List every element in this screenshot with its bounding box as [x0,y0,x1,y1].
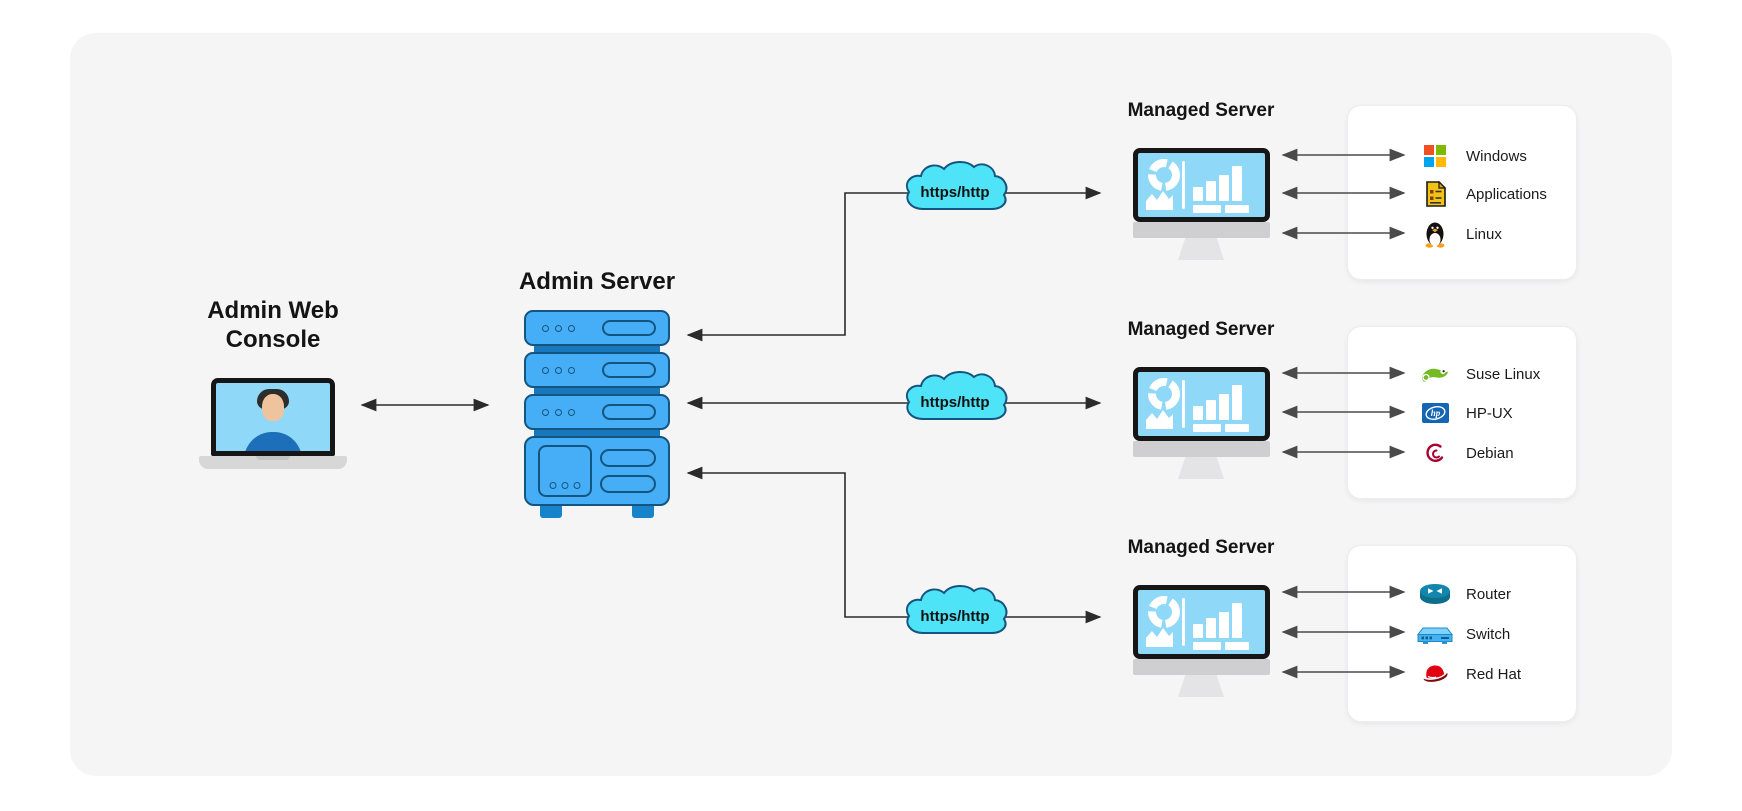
monitor-base [1132,659,1270,675]
server-unit-1 [524,310,670,346]
server-feet [524,506,670,518]
os-item-label: Suse Linux [1466,365,1541,383]
applications-document-icon [1417,178,1453,210]
os-item-label: Linux [1466,225,1502,243]
user-avatar-icon [262,394,284,421]
monitor-stand [1178,238,1224,260]
protocol-label: https/http [920,394,990,411]
os-item-windows: Windows [1417,140,1527,172]
device-item-router: Router [1417,578,1511,610]
debian-swirl-icon [1417,437,1453,469]
os-item-applications: Applications [1417,178,1547,210]
protocol-label: https/http [920,184,990,201]
os-item-label: Windows [1466,147,1527,165]
server-connector [534,430,660,436]
dashboard-charts-icon [1145,378,1249,432]
managed-server-monitor-3 [1131,585,1271,697]
protocol-label: https/http [920,608,990,625]
monitor-stand [1178,457,1224,479]
admin-web-console-laptop [199,378,347,469]
https-cloud-2: https/http [899,363,1011,427]
admin-web-console-label: Admin Web Console [207,297,339,354]
managed-server-label-2: Managed Server [1127,319,1275,340]
os-item-linux: Linux [1417,218,1502,250]
os-item-label: Applications [1466,185,1547,203]
server-connector [534,346,660,352]
os-panel-2: Suse Linux hp HP-UX Debian [1347,326,1577,499]
os-panel-1: Windows Applications [1347,105,1577,280]
server-slots [600,449,656,493]
admin-server-stack [524,310,670,518]
managed-server-label-3: Managed Server [1127,537,1275,558]
monitor-base [1132,441,1270,457]
admin-server-label: Admin Server [518,268,676,295]
server-leds [542,324,575,332]
user-avatar-body [244,432,302,451]
hp-logo-text: hp [1430,408,1440,418]
dashboard-charts-icon [1145,596,1249,650]
https-cloud-1: https/http [899,153,1011,217]
device-item-label: Switch [1466,625,1511,643]
redhat-fedora-icon [1417,658,1453,690]
hp-logo-icon: hp [1417,397,1453,429]
server-unit-2 [524,352,670,388]
monitor-base [1132,222,1270,238]
server-leds [542,408,575,416]
os-item-debian: Debian [1417,437,1514,469]
server-slot [602,362,656,378]
os-item-label: HP-UX [1466,404,1513,422]
server-foot [540,506,562,518]
server-drive-bay [538,445,592,497]
device-item-switch: Switch [1417,618,1510,650]
os-item-label: Debian [1466,444,1514,462]
os-item-suse: Suse Linux [1417,358,1540,390]
device-item-label: Router [1466,585,1512,603]
switch-icon [1417,618,1453,650]
server-slot [600,449,656,467]
laptop-base [199,456,347,469]
os-item-hpux: hp HP-UX [1417,397,1513,429]
server-slot [602,404,656,420]
monitor-screen [1132,367,1270,441]
monitor-screen [1132,585,1270,659]
server-unit-4 [524,436,670,506]
server-slot [600,475,656,493]
dashboard-charts-icon [1145,159,1249,213]
managed-server-monitor-1 [1131,148,1271,260]
device-panel-3: Router Switch [1347,545,1577,722]
managed-server-monitor-2 [1131,367,1271,479]
server-foot [632,506,654,518]
monitor-stand [1178,675,1224,697]
server-leds [542,366,575,374]
monitor-screen [1132,148,1270,222]
https-cloud-3: https/http [899,577,1011,641]
suse-geeko-icon [1417,358,1453,390]
laptop-screen [211,378,335,456]
device-item-redhat: Red Hat [1417,658,1521,690]
managed-server-label-1: Managed Server [1127,100,1275,121]
server-slot [602,320,656,336]
server-leds [549,482,581,489]
router-icon [1417,578,1453,610]
server-connector [534,388,660,394]
windows-logo-icon [1417,140,1453,172]
linux-tux-icon [1417,218,1453,250]
device-item-label: Red Hat [1466,665,1522,683]
server-unit-3 [524,394,670,430]
